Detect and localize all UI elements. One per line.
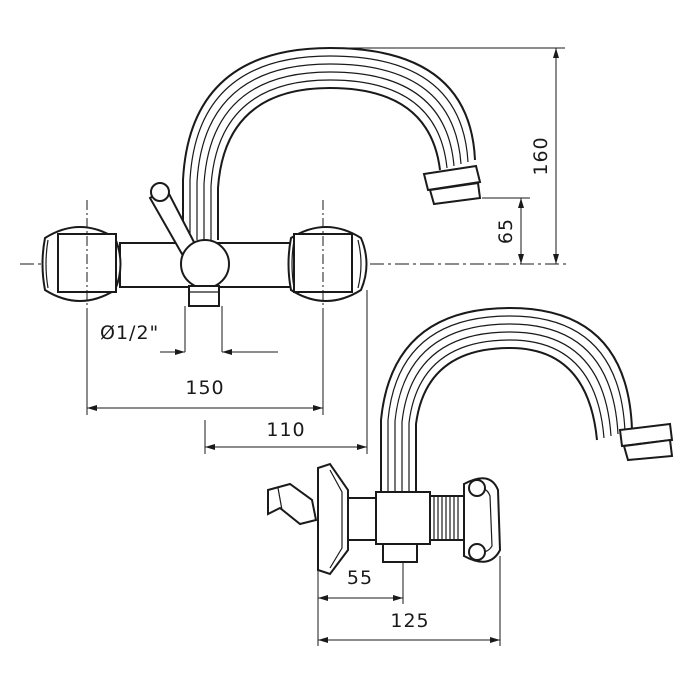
label-125: 125 — [390, 610, 429, 632]
label-55: 55 — [347, 567, 373, 589]
outlet-nut — [188, 285, 220, 307]
label-110: 110 — [266, 419, 305, 441]
diverter-lever — [148, 182, 198, 256]
dimension-125: 125 — [318, 556, 501, 646]
escutcheon — [317, 462, 377, 576]
right-valve — [287, 200, 368, 312]
front-spout — [182, 46, 482, 240]
label-thread: Ø1/2" — [100, 322, 159, 344]
label-160: 160 — [530, 136, 552, 175]
dimension-65: 65 — [482, 197, 530, 264]
central-ball — [180, 239, 230, 289]
side-view: 55 125 — [267, 306, 674, 646]
dimension-55: 55 — [317, 562, 404, 646]
left-valve — [41, 200, 122, 312]
side-spout — [380, 306, 674, 492]
side-body — [375, 491, 431, 545]
front-view: 160 65 Ø1/2" 150 — [20, 46, 570, 454]
side-handle — [429, 477, 502, 563]
dimension-160: 160 — [330, 47, 565, 264]
dimension-150: 150 — [86, 312, 324, 415]
dimension-110: 110 — [204, 290, 368, 454]
side-outlet-nut — [382, 543, 418, 563]
eccentric-connector — [267, 482, 318, 526]
dimension-thread: Ø1/2" — [100, 306, 278, 355]
label-65: 65 — [495, 218, 517, 244]
label-150: 150 — [185, 377, 224, 399]
